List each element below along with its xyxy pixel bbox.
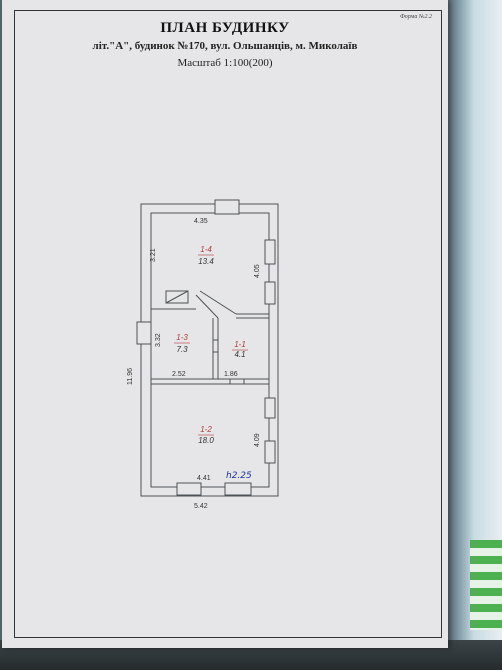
dim-room1-bottom: 1.86 — [224, 371, 238, 378]
room-1-1-id: 1-1 — [234, 340, 246, 349]
sheet-frame — [14, 10, 442, 638]
page-title: ПЛАН БУДИНКУ — [160, 20, 290, 36]
background-cloth — [470, 540, 502, 630]
window-top — [214, 199, 240, 215]
outer-wall-inner — [150, 212, 270, 488]
window-right-1 — [264, 239, 276, 265]
window-bottom-2 — [224, 482, 252, 496]
form-number: Форма №2.2 — [399, 14, 432, 20]
dim-top: 4.35 — [194, 218, 208, 225]
room-1-1-area: 4.1 — [234, 350, 245, 359]
dim-room4-left: 3.21 — [150, 248, 157, 262]
room-1-3-area: 7.3 — [176, 345, 188, 354]
angled-wall-2 — [199, 290, 237, 315]
room-1-2-id: 1-2 — [200, 425, 212, 434]
outer-wall-outer — [140, 203, 279, 497]
stove — [165, 290, 189, 304]
dim-room3-left: 3.32 — [155, 333, 162, 347]
window-right-4 — [264, 440, 276, 464]
door-left — [136, 321, 152, 345]
scale-label: Масштаб 1:100(200) — [177, 57, 273, 69]
dim-bottom-outer: 5.42 — [194, 503, 208, 510]
dim-room3-bottom: 2.52 — [172, 371, 186, 378]
dim-room2-right: 4.09 — [254, 433, 261, 447]
dim-room4-right: 4.05 — [254, 264, 261, 278]
window-bottom-1 — [176, 482, 202, 496]
window-right-3 — [264, 397, 276, 419]
room-1-2-area: 18.0 — [198, 436, 214, 445]
dim-left-total: 11.96 — [127, 368, 134, 385]
window-right-2 — [264, 281, 276, 305]
angled-wall — [195, 294, 219, 319]
room-1-4-area: 13.4 — [198, 257, 214, 266]
document-sheet: Форма №2.2 ПЛАН БУДИНКУ літ."А", будинок… — [2, 0, 448, 648]
stove-diagonal — [165, 290, 189, 304]
address-subtitle: літ."А", будинок №170, вул. Ольшанців, м… — [92, 40, 358, 52]
room-1-3-id: 1-3 — [176, 333, 188, 342]
dim-bottom-inner: 4.41 — [197, 475, 211, 482]
handwritten-height: h2.25 — [226, 471, 252, 481]
room-1-4-id: 1-4 — [200, 245, 212, 254]
